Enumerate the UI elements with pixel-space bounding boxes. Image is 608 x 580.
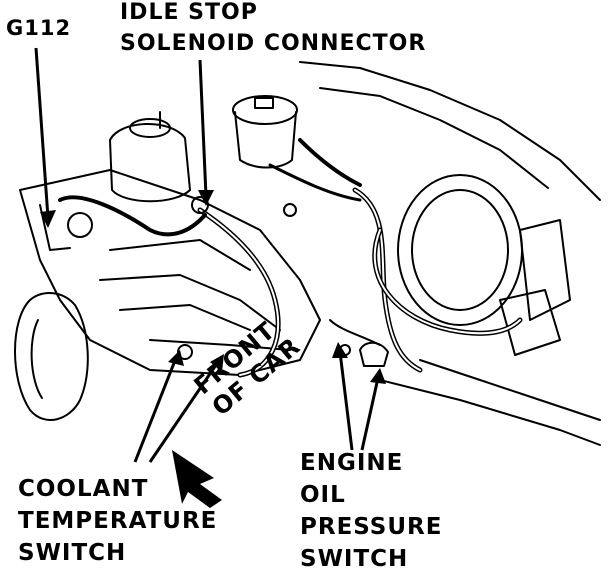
bolt — [283, 203, 297, 217]
connector-block — [499, 289, 561, 356]
coolant-arrowhead-2 — [210, 354, 224, 372]
oil-pressure-switch-label: ENGINE OIL PRESSURE SWITCH — [300, 452, 442, 580]
manifold-edge — [149, 339, 291, 351]
distributor-body — [234, 111, 297, 169]
brake-booster — [397, 174, 523, 326]
distributor-cap — [232, 95, 298, 125]
intake-runner-2 — [99, 274, 281, 331]
brake-booster-rim — [411, 189, 509, 311]
harness-top — [298, 138, 362, 187]
harness-right-inner — [354, 189, 421, 371]
g112-leader — [34, 47, 50, 219]
oil-leader-2 — [360, 377, 380, 451]
idle-stop-label: IDLE STOP SOLENOID CONNECTOR — [120, 2, 426, 64]
coolant-line1: COOLANT — [18, 476, 149, 502]
vacuum-line — [329, 319, 381, 346]
oil-leader-1 — [338, 351, 354, 451]
fender-line — [419, 359, 601, 421]
coolant-leader-2 — [148, 361, 220, 463]
hood-edge — [319, 87, 549, 189]
idle-stop-line2: SOLENOID CONNECTOR — [120, 31, 427, 56]
master-cylinder — [519, 219, 571, 321]
harness-main-inner — [199, 209, 280, 376]
fender-line-2 — [379, 379, 601, 446]
oil-line2: OIL — [300, 482, 346, 508]
g112-arrowhead — [40, 210, 56, 228]
plenum — [109, 123, 191, 203]
sensor-stack — [359, 341, 389, 367]
harness-right — [352, 187, 423, 373]
harness-left — [58, 195, 207, 237]
engine-block — [19, 169, 321, 376]
coolant-arrowhead-1 — [168, 350, 184, 366]
distributor-rotor — [254, 97, 274, 109]
oil-line1: ENGINE — [300, 450, 404, 476]
g112-text: G112 — [6, 16, 72, 40]
timing-cover-inner — [30, 319, 43, 399]
g112-label: G112 — [6, 18, 71, 39]
hood-outline — [299, 61, 601, 201]
harness-top-2 — [268, 163, 362, 202]
oil-arrowhead-2 — [370, 368, 386, 384]
oil-line4: SWITCH — [300, 546, 409, 572]
coolant-switch-label: COOLANT TEMPERATURE SWITCH — [18, 478, 217, 574]
coolant-line2: TEMPERATURE — [18, 508, 218, 534]
oil-line3: PRESSURE — [300, 514, 443, 540]
idle-stop-leader — [198, 59, 208, 197]
g112-stud — [67, 212, 93, 238]
oil-arrowhead-1 — [332, 342, 348, 358]
g112-ground — [39, 204, 71, 251]
plenum-cap — [129, 118, 171, 138]
harness-loop-inner — [373, 229, 521, 335]
intake-runner-1 — [109, 239, 251, 271]
idle-stop-line1: IDLE STOP — [120, 0, 258, 25]
harness-loop — [372, 227, 523, 336]
coolant-line3: SWITCH — [18, 540, 127, 566]
front-arrow — [172, 450, 222, 508]
idle-stop-connector — [191, 196, 209, 214]
coolant-leader-1 — [133, 357, 178, 463]
idle-stop-arrowhead — [198, 190, 214, 206]
timing-cover — [14, 292, 89, 421]
intake-runner-3 — [119, 304, 251, 331]
